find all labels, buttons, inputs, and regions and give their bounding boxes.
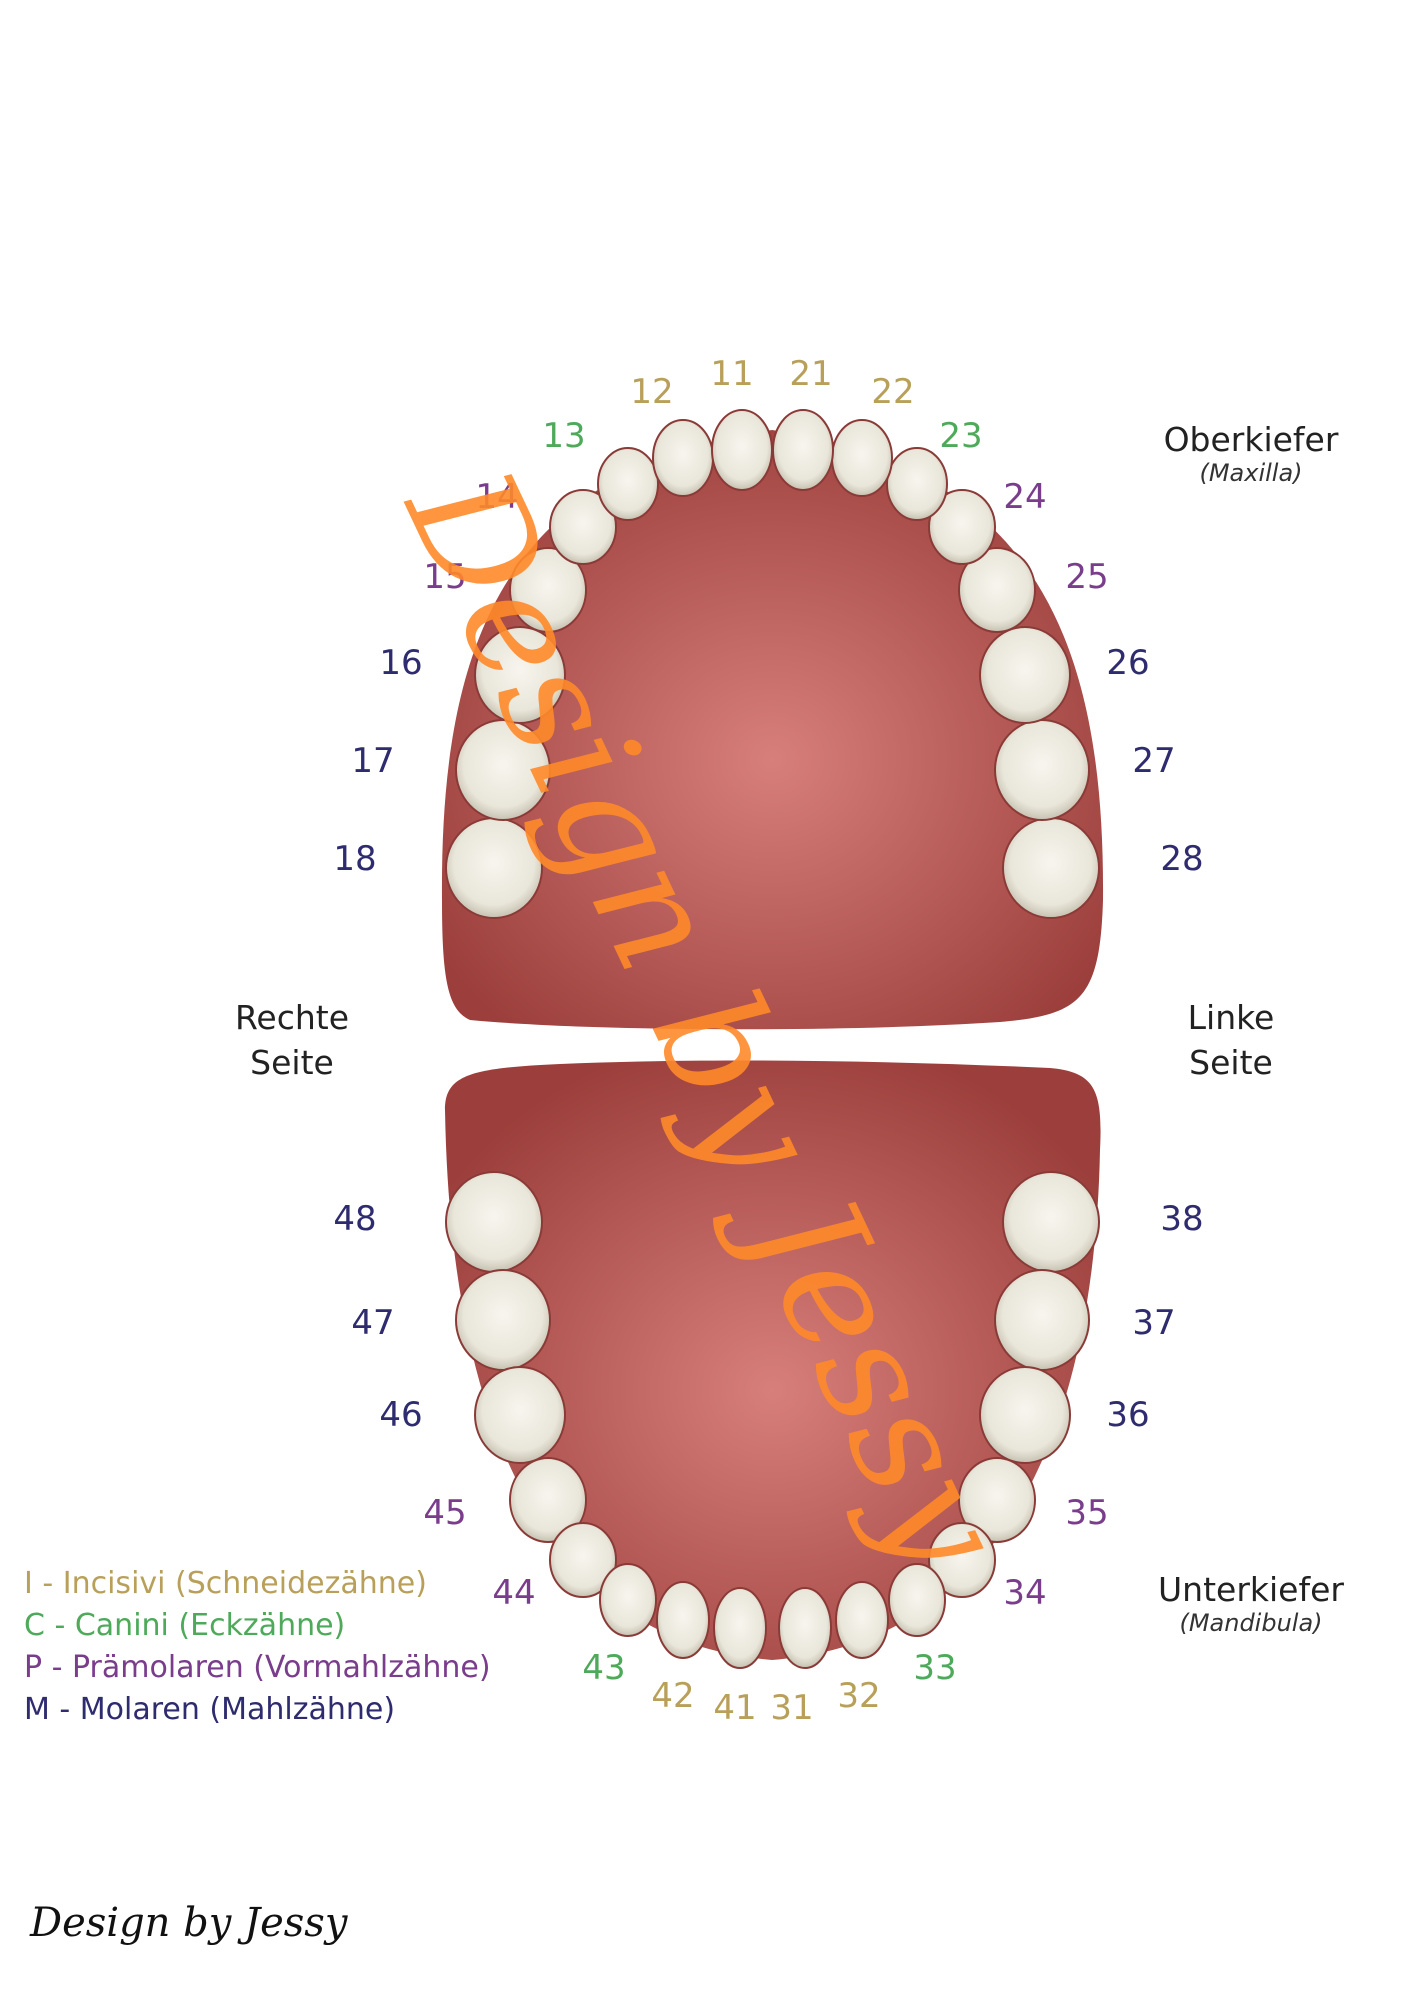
lower-jaw bbox=[445, 1060, 1101, 1660]
tooth-47 bbox=[455, 1269, 551, 1371]
tooth-48 bbox=[445, 1171, 543, 1273]
tooth-42 bbox=[656, 1581, 710, 1659]
tooth-number-32: 32 bbox=[837, 1676, 881, 1716]
lower-jaw-title: Unterkiefer bbox=[1158, 1570, 1344, 1609]
tooth-number-21: 21 bbox=[789, 354, 833, 394]
tooth-13 bbox=[597, 447, 659, 521]
upper-jaw bbox=[441, 430, 1104, 1030]
tooth-number-48: 48 bbox=[333, 1199, 377, 1239]
right-side-label: Rechte Seite bbox=[235, 995, 349, 1085]
tooth-number-45: 45 bbox=[423, 1493, 467, 1533]
left-side-label: Linke Seite bbox=[1188, 995, 1275, 1085]
tooth-number-46: 46 bbox=[379, 1395, 423, 1435]
tooth-number-11: 11 bbox=[710, 354, 754, 394]
tooth-33 bbox=[888, 1563, 946, 1637]
tooth-number-44: 44 bbox=[492, 1573, 536, 1613]
tooth-24 bbox=[928, 489, 996, 565]
tooth-number-47: 47 bbox=[351, 1303, 395, 1343]
tooth-14 bbox=[549, 489, 617, 565]
tooth-12 bbox=[652, 419, 714, 497]
tooth-22 bbox=[831, 419, 893, 497]
tooth-number-34: 34 bbox=[1003, 1573, 1047, 1613]
tooth-number-12: 12 bbox=[630, 372, 674, 412]
tooth-number-31: 31 bbox=[770, 1688, 814, 1728]
tooth-27 bbox=[994, 719, 1090, 821]
tooth-number-26: 26 bbox=[1106, 643, 1150, 683]
right-side-line2: Seite bbox=[250, 1043, 334, 1082]
tooth-number-15: 15 bbox=[423, 557, 467, 597]
tooth-number-22: 22 bbox=[871, 372, 915, 412]
legend-canines: C - Canini (Eckzähne) bbox=[24, 1608, 346, 1643]
tooth-26 bbox=[979, 626, 1071, 724]
tooth-number-17: 17 bbox=[351, 741, 395, 781]
lower-jaw-label: Unterkiefer (Mandibula) bbox=[1158, 1570, 1344, 1637]
tooth-number-25: 25 bbox=[1065, 557, 1109, 597]
tooth-11 bbox=[711, 409, 773, 491]
tooth-31 bbox=[778, 1587, 832, 1669]
tooth-35 bbox=[958, 1457, 1036, 1543]
tooth-number-37: 37 bbox=[1132, 1303, 1176, 1343]
tooth-46 bbox=[474, 1366, 566, 1464]
tooth-28 bbox=[1002, 817, 1100, 919]
tooth-number-33: 33 bbox=[913, 1648, 957, 1688]
upper-jaw-title: Oberkiefer bbox=[1163, 420, 1339, 459]
tooth-45 bbox=[509, 1457, 587, 1543]
tooth-number-23: 23 bbox=[939, 416, 983, 456]
upper-jaw-subtitle: (Maxilla) bbox=[1199, 459, 1303, 487]
legend-molars: M - Molaren (Mahlzähne) bbox=[24, 1692, 396, 1727]
tooth-43 bbox=[599, 1563, 657, 1637]
tooth-44 bbox=[549, 1522, 617, 1598]
tooth-number-28: 28 bbox=[1160, 839, 1204, 879]
tooth-23 bbox=[886, 447, 948, 521]
tooth-16 bbox=[474, 626, 566, 724]
signature: Design by Jessy bbox=[30, 1900, 348, 1946]
tooth-41 bbox=[713, 1587, 767, 1669]
tooth-21 bbox=[772, 409, 834, 491]
tooth-36 bbox=[979, 1366, 1071, 1464]
tooth-number-24: 24 bbox=[1003, 477, 1047, 517]
left-side-line1: Linke bbox=[1187, 998, 1275, 1037]
tooth-number-35: 35 bbox=[1065, 1493, 1109, 1533]
upper-jaw-label: Oberkiefer (Maxilla) bbox=[1164, 420, 1339, 487]
tooth-number-36: 36 bbox=[1106, 1395, 1150, 1435]
tooth-37 bbox=[994, 1269, 1090, 1371]
teeth-group bbox=[445, 409, 1100, 1669]
tooth-25 bbox=[958, 547, 1036, 633]
legend-incisors: I - Incisivi (Schneidezähne) bbox=[24, 1566, 427, 1601]
lower-jaw-subtitle: (Mandibula) bbox=[1179, 1609, 1323, 1637]
tooth-15 bbox=[509, 547, 587, 633]
tooth-38 bbox=[1002, 1171, 1100, 1273]
right-side-line1: Rechte bbox=[234, 998, 350, 1037]
tooth-number-42: 42 bbox=[651, 1676, 695, 1716]
tooth-number-27: 27 bbox=[1132, 741, 1176, 781]
tooth-number-18: 18 bbox=[333, 839, 377, 879]
legend-premolars: P - Prämolaren (Vormahlzähne) bbox=[24, 1650, 491, 1685]
left-side-line2: Seite bbox=[1189, 1043, 1273, 1082]
tooth-number-43: 43 bbox=[582, 1648, 626, 1688]
tooth-number-13: 13 bbox=[542, 416, 586, 456]
tooth-34 bbox=[928, 1522, 996, 1598]
tooth-number-14: 14 bbox=[475, 477, 519, 517]
tooth-number-38: 38 bbox=[1160, 1199, 1204, 1239]
tooth-number-41: 41 bbox=[713, 1688, 757, 1728]
tooth-32 bbox=[835, 1581, 889, 1659]
tooth-number-16: 16 bbox=[379, 643, 423, 683]
